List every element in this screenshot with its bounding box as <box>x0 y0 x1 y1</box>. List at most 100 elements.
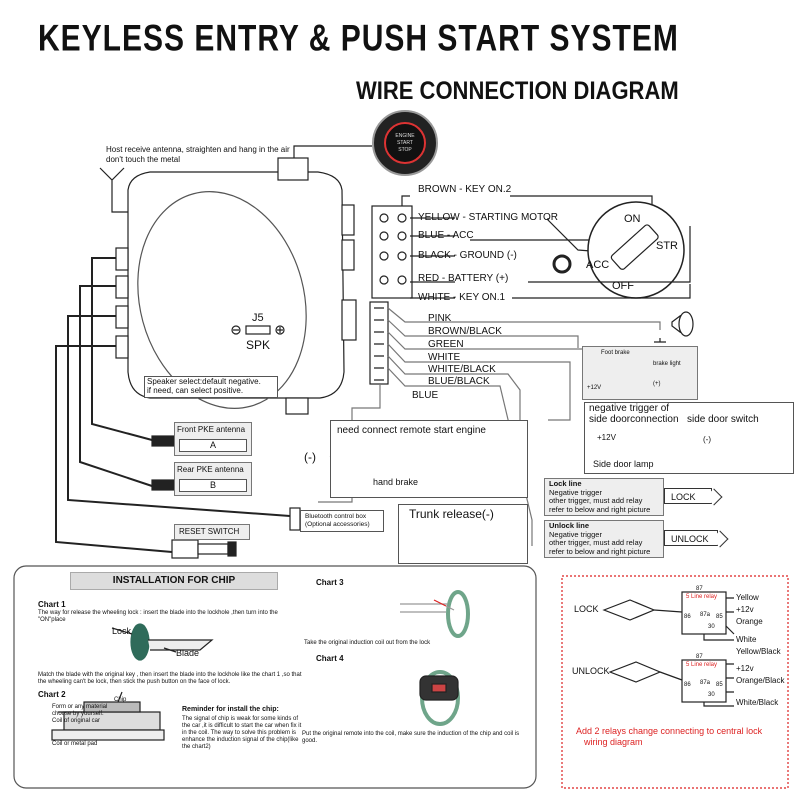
relay-white: White <box>736 635 757 644</box>
unlock-line-l3: refer to below and right picture <box>549 546 651 556</box>
trunk-release-label: Trunk release(-) <box>409 507 494 521</box>
blade-label: Blade <box>176 648 200 658</box>
relay1-86: 86 <box>684 614 691 620</box>
chip-label: Chip <box>114 697 127 703</box>
relay-orange-black: Orange/Black <box>736 676 785 685</box>
relay-orange: Orange <box>736 617 763 626</box>
lock-line-l2: other trigger, must add relay <box>549 496 643 505</box>
bluetooth-line2: (Optional accessories) <box>305 521 370 528</box>
front-antenna-letter: A <box>179 439 247 452</box>
chart3-label: Chart 3 <box>316 578 344 587</box>
reset-switch-box: RESET SWITCH <box>174 524 250 540</box>
chart2-label: Chart 2 <box>38 690 66 699</box>
form-label: Form or any material choose by yourself. <box>52 704 108 717</box>
chart1-text: The way for release the wheeling lock : … <box>38 610 278 623</box>
lock-line-l3: refer to below and right picture <box>549 504 651 514</box>
relay-note-1: Add 2 relays change connecting to centra… <box>576 726 763 736</box>
unlock-line-title: Unlock line <box>549 521 590 530</box>
lock-line-title: Lock line <box>549 479 582 488</box>
front-antenna-label: Front PKE antenna <box>177 425 246 434</box>
bluetooth-line1: Bluetooth control box <box>305 513 367 520</box>
side-door-title-1: negative trigger of <box>589 403 670 414</box>
reminder-text: The signal of chip is weak for some kind… <box>182 716 302 750</box>
wire-label-blue-aux: BLUE <box>412 390 439 401</box>
brake-light-label: brake light <box>653 361 681 367</box>
coil-pad-label: Coil or metal pad <box>52 741 98 747</box>
bluetooth-box: Bluetooth control box (Optional accessor… <box>300 510 384 532</box>
wire-label-blue: BLUE - ACC <box>418 230 474 241</box>
speaker-note-line2: if need, can select positive. <box>147 386 244 395</box>
rear-antenna-box: Rear PKE antenna B <box>174 462 252 496</box>
side-door-title-2: side doorconnection <box>589 414 679 425</box>
wire-label-pink: PINK <box>428 313 452 324</box>
chart3-text: Take the original induction coil out fro… <box>304 640 431 646</box>
relay-white-black: White/Black <box>736 698 779 707</box>
remote-start-panel: need connect remote start engine hand br… <box>330 420 528 498</box>
wire-label-brown-black: BROWN/BLACK <box>428 326 502 337</box>
relay2-30: 30 <box>708 692 715 698</box>
foot-brake-panel: Foot brake brake light +12V (+) <box>582 346 698 400</box>
ignition-str-label: STR <box>656 240 678 252</box>
wire-label-brown: BROWN - KEY ON.2 <box>418 184 512 195</box>
unlock-line-box: Unlock line Negative trigger other trigg… <box>544 520 664 558</box>
side-door-lamp-label: Side door lamp <box>593 459 654 469</box>
remote-start-neg: (-) <box>304 450 316 464</box>
push-start-button: ENGINE START STOP <box>372 110 438 176</box>
wire-label-white-aux: WHITE <box>428 352 461 363</box>
relay-unlock-label: UNLOCK <box>572 666 610 676</box>
button-start-text: START <box>397 140 413 146</box>
page-title: KEYLESS ENTRY & PUSH START SYSTEM <box>38 18 679 60</box>
relay1-name: 5 Line relay <box>686 594 718 600</box>
lock-line-l1: Negative trigger <box>549 487 602 497</box>
wire-label-green: GREEN <box>428 339 464 350</box>
speaker-note-line1: Speaker select:default negative. <box>147 377 261 386</box>
relay2-87: 87 <box>696 654 703 660</box>
chart4-label: Chart 4 <box>316 654 344 663</box>
lock-label: Lock <box>112 626 132 636</box>
relay-yellow: Yellow <box>736 593 759 602</box>
relay1-87: 87 <box>696 586 703 592</box>
unlock-arrow: UNLOCK <box>664 530 718 546</box>
chip-heading: INSTALLATION FOR CHIP <box>70 572 278 590</box>
lock-line-box: Lock line Negative trigger other trigger… <box>544 478 664 516</box>
foot-brake-plus: (+) <box>653 381 661 387</box>
button-stop-text: STOP <box>398 147 412 153</box>
rear-antenna-label: Rear PKE antenna <box>177 465 244 474</box>
front-antenna-box: Front PKE antenna A <box>174 422 252 456</box>
foot-brake-12v: +12V <box>587 385 602 391</box>
relay1-85: 85 <box>716 614 723 620</box>
relay-note-2: wiring diagram <box>584 737 643 747</box>
spk-label: SPK <box>246 338 271 352</box>
relay2-87a: 87a <box>700 680 711 686</box>
unlock-line-l2: other trigger, must add relay <box>549 538 643 547</box>
ignition-acc-label: ACC <box>586 259 610 271</box>
rear-antenna-letter: B <box>179 479 247 492</box>
wire-label-blue-black: BLUE/BLACK <box>428 376 490 387</box>
relay2-name: 5 Line relay <box>686 662 718 668</box>
relay-12v-1: +12v <box>736 605 754 614</box>
chart1-label: Chart 1 <box>38 600 66 609</box>
foot-brake-label: Foot brake <box>601 350 630 356</box>
relay2-85: 85 <box>716 682 723 688</box>
chart4-text: Put the original remote into the coil, m… <box>302 731 520 744</box>
ignition-on-label: ON <box>624 213 641 225</box>
speaker-note: Speaker select:default negative. if need… <box>144 376 278 398</box>
reminder-title: Reminder for install the chip: <box>182 706 279 713</box>
antenna-note: Host receive antenna, straighten and han… <box>106 145 290 164</box>
match-text: Match the blade with the original key , … <box>38 672 302 685</box>
ignition-off-label: OFF <box>612 280 634 292</box>
page-subtitle: WIRE CONNECTION DIAGRAM <box>356 76 679 105</box>
lock-arrow: LOCK <box>664 488 712 504</box>
relay1-87a: 87a <box>700 612 711 618</box>
relay-12v-2: +12v <box>736 664 754 673</box>
wire-label-white-black: WHITE/BLACK <box>428 364 496 375</box>
trunk-release-panel: Trunk release(-) <box>398 504 528 564</box>
remote-start-title: need connect remote start engine <box>337 425 486 436</box>
side-door-neg: (-) <box>703 435 711 444</box>
relay2-86: 86 <box>684 682 691 688</box>
side-door-panel: negative trigger of side doorconnection … <box>584 402 794 474</box>
relay-yellow-black: Yellow/Black <box>736 647 781 656</box>
relay1-30: 30 <box>708 624 715 630</box>
hand-brake-label: hand brake <box>373 477 419 487</box>
